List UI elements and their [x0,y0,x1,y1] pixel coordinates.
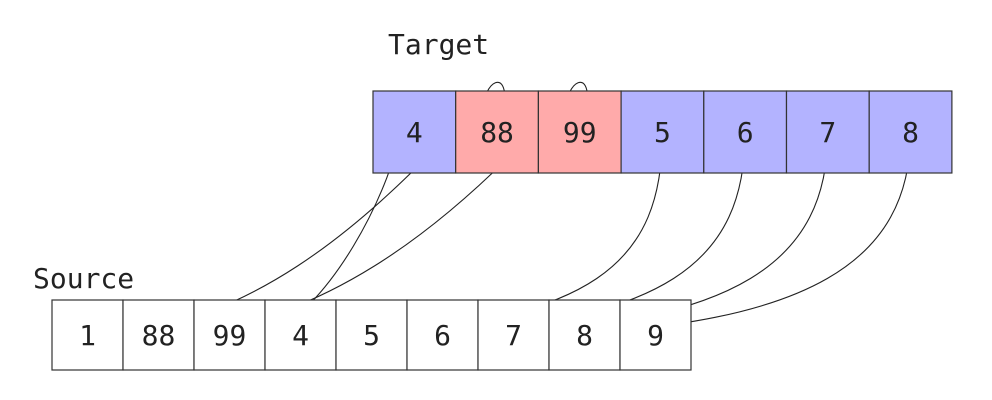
source-cell: 8 [548,299,621,371]
source-cell: 99 [193,299,266,371]
target-cell: 7 [785,90,870,174]
target-cell: 8 [868,90,953,174]
source-cell-box [477,299,550,371]
target-cell-box [703,90,788,174]
source-cell-value: 5 [363,319,380,352]
source-cell-value: 1 [79,319,96,352]
source-cell-value: 99 [213,319,247,352]
target-cell-value: 99 [563,116,597,149]
source-cell: 6 [406,299,479,371]
source-cell-value: 4 [292,319,309,352]
source-cell-box [406,299,479,371]
source-cell-value: 9 [647,319,664,352]
source-cell: 88 [122,299,195,371]
target-cell-value: 5 [654,116,671,149]
source-cell-box [548,299,621,371]
source-label: Source [33,262,134,295]
source-array: 1 88 99 4 5 6 7 8 9 [51,299,692,371]
target-cell: 6 [703,90,788,174]
source-cell-box [335,299,408,371]
target-cell: 88 [455,90,540,174]
source-cell-box [264,299,337,371]
source-cell-box [122,299,195,371]
target-cell-value: 4 [406,116,423,149]
inserted-cell-box [455,90,540,174]
source-cell: 1 [51,299,124,371]
target-cell-value: 7 [819,116,836,149]
source-cell: 4 [264,299,337,371]
target-cell: 5 [620,90,705,174]
source-cell: 9 [619,299,692,371]
inserted-cell-box [537,90,622,174]
target-array: 4 88 99 5 6 7 8 [372,90,953,174]
source-cell: 5 [335,299,408,371]
source-cell-value: 7 [505,319,522,352]
source-cell-value: 88 [142,319,176,352]
target-cell-value: 6 [737,116,754,149]
target-cell: 4 [372,90,457,174]
source-cell-box [619,299,692,371]
target-cell: 99 [537,90,622,174]
target-cell-value: 88 [480,116,514,149]
target-label: Target [388,28,489,61]
target-cell-box [868,90,953,174]
target-cell-value: 8 [902,116,919,149]
target-cell-box [620,90,705,174]
source-cell-value: 8 [576,319,593,352]
target-cell-box [785,90,870,174]
target-cell-box [372,90,457,174]
source-cell-value: 6 [434,319,451,352]
source-cell: 7 [477,299,550,371]
